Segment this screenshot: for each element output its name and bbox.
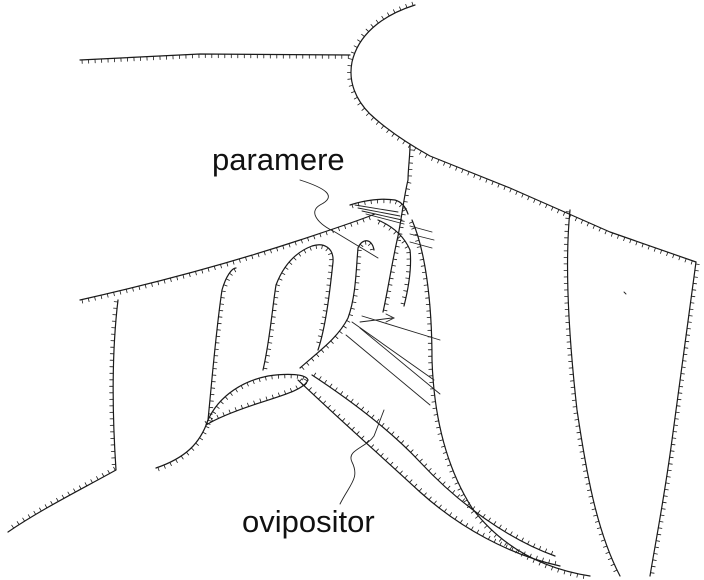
paramere-label: paramere — [212, 142, 345, 177]
label-leaders — [300, 180, 384, 504]
posterior-plate-dot — [624, 292, 626, 294]
outline-ticks — [82, 216, 370, 303]
outline-ticks — [302, 241, 374, 370]
paramere-fibres — [355, 205, 434, 248]
outline-ticks — [263, 245, 333, 369]
apodeme-line-3 — [360, 328, 440, 394]
outline-ticks — [378, 221, 410, 304]
internal-details — [346, 205, 626, 405]
posterior-plate-edge — [650, 262, 696, 576]
outline-ticks — [158, 269, 236, 471]
apodeme-line-2 — [352, 322, 434, 380]
posterior-plate-outline — [568, 210, 620, 576]
outline-ticks — [564, 212, 617, 572]
left-projection — [206, 374, 308, 425]
outline-ticks — [651, 264, 700, 573]
apodeme-line-4 — [346, 335, 430, 405]
apodeme-line-1 — [362, 316, 440, 340]
outline-ticks — [82, 54, 348, 64]
ovipositor-leader — [340, 410, 384, 504]
lateral-margin — [80, 214, 375, 300]
ventral-process — [412, 220, 590, 576]
outline-ticks — [12, 302, 118, 529]
central-process — [383, 145, 410, 312]
outline-ticks — [347, 2, 692, 264]
cuticle-ticks — [12, 2, 700, 578]
ovipositor-label: ovipositor — [242, 504, 375, 539]
body-outlines — [8, 5, 696, 576]
